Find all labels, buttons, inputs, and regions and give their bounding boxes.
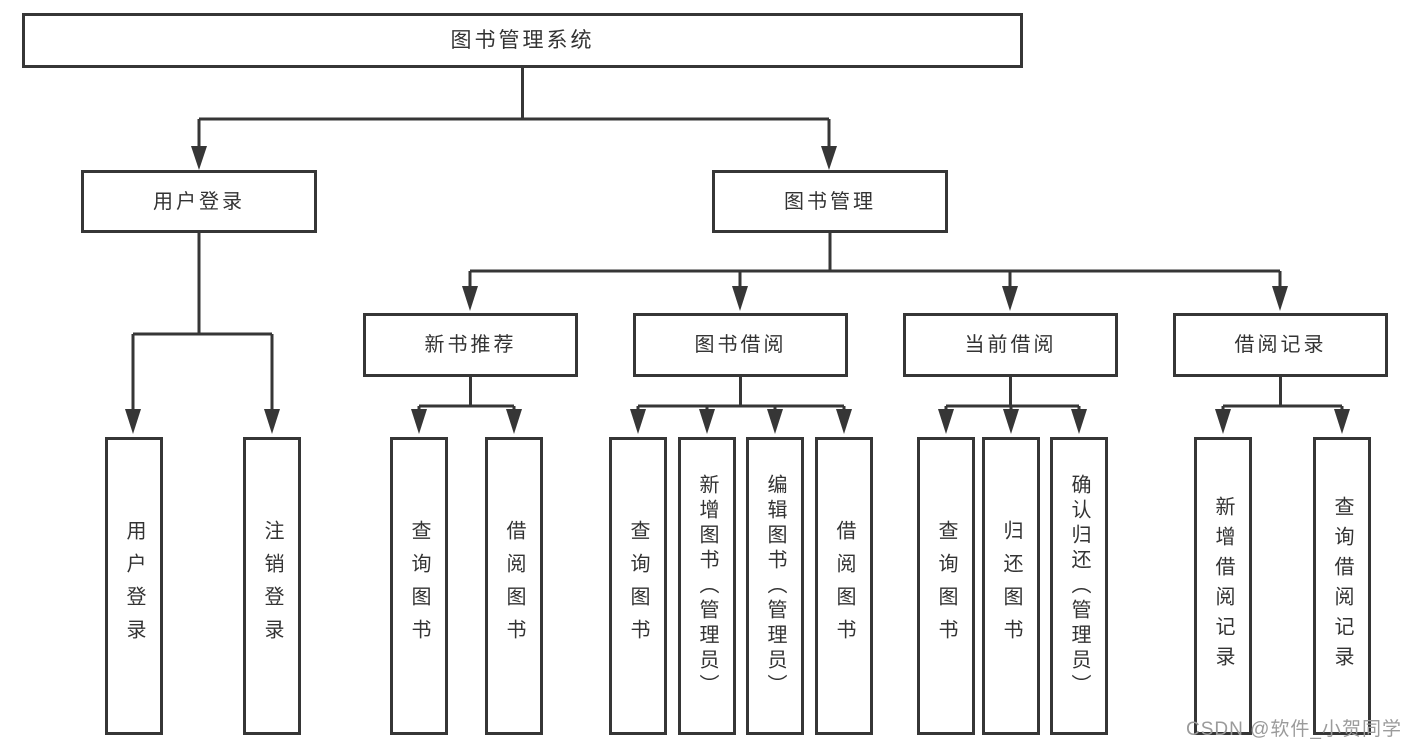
arrow-down-icon xyxy=(1272,286,1288,311)
arrow-down-icon xyxy=(191,146,207,170)
arrow-down-icon xyxy=(630,409,646,434)
leaf-query-borrow-record: 查询借阅记录 xyxy=(1313,437,1371,735)
arrow-down-icon xyxy=(732,286,748,311)
arrow-down-icon xyxy=(1215,409,1231,434)
leaf-add-book-admin: 新增图书（管理员） xyxy=(678,437,736,735)
arrow-down-icon xyxy=(462,286,478,311)
connector-book-management-children xyxy=(462,233,1288,311)
leaf-edit-book-admin: 编辑图书（管理员） xyxy=(746,437,804,735)
leaf-logout-login: 注销登录 xyxy=(243,437,301,735)
arrow-down-icon xyxy=(264,409,280,434)
connector-root-to-level2 xyxy=(191,68,837,170)
leaf-query-book-newbook: 查询图书 xyxy=(390,437,448,735)
leaf-borrow-book-newbook: 借阅图书 xyxy=(485,437,543,735)
connector-book-borrow-children xyxy=(630,377,852,434)
arrow-down-icon xyxy=(1071,409,1087,434)
leaf-add-borrow-record: 新增借阅记录 xyxy=(1194,437,1252,735)
node-book-borrow: 图书借阅 xyxy=(633,313,848,377)
node-book-management: 图书管理 xyxy=(712,170,948,233)
connector-borrow-record-children xyxy=(1215,377,1350,434)
arrow-down-icon xyxy=(1334,409,1350,434)
csdn-watermark: CSDN @软件_小贺同学 xyxy=(1186,719,1402,740)
leaf-query-book-borrow: 查询图书 xyxy=(609,437,667,735)
node-new-book-recommend: 新书推荐 xyxy=(363,313,578,377)
leaf-borrow-book-borrow: 借阅图书 xyxy=(815,437,873,735)
node-current-borrow: 当前借阅 xyxy=(903,313,1118,377)
arrow-down-icon xyxy=(699,409,715,434)
arrow-down-icon xyxy=(125,409,141,434)
leaf-confirm-return-admin: 确认归还（管理员） xyxy=(1050,437,1108,735)
arrow-down-icon xyxy=(821,146,837,170)
arrow-down-icon xyxy=(1002,286,1018,311)
node-borrow-record: 借阅记录 xyxy=(1173,313,1388,377)
connector-current-borrow-children xyxy=(938,377,1087,434)
arrow-down-icon xyxy=(506,409,522,434)
node-user-login: 用户登录 xyxy=(81,170,317,233)
connector-user-login-children xyxy=(125,233,280,434)
leaf-return-book: 归还图书 xyxy=(982,437,1040,735)
arrow-down-icon xyxy=(767,409,783,434)
node-library-management-system: 图书管理系统 xyxy=(22,13,1023,68)
leaf-query-book-current: 查询图书 xyxy=(917,437,975,735)
arrow-down-icon xyxy=(836,409,852,434)
arrow-down-icon xyxy=(411,409,427,434)
leaf-user-login: 用户登录 xyxy=(105,437,163,735)
arrow-down-icon xyxy=(938,409,954,434)
arrow-down-icon xyxy=(1003,409,1019,434)
connector-new-book-children xyxy=(411,377,522,434)
